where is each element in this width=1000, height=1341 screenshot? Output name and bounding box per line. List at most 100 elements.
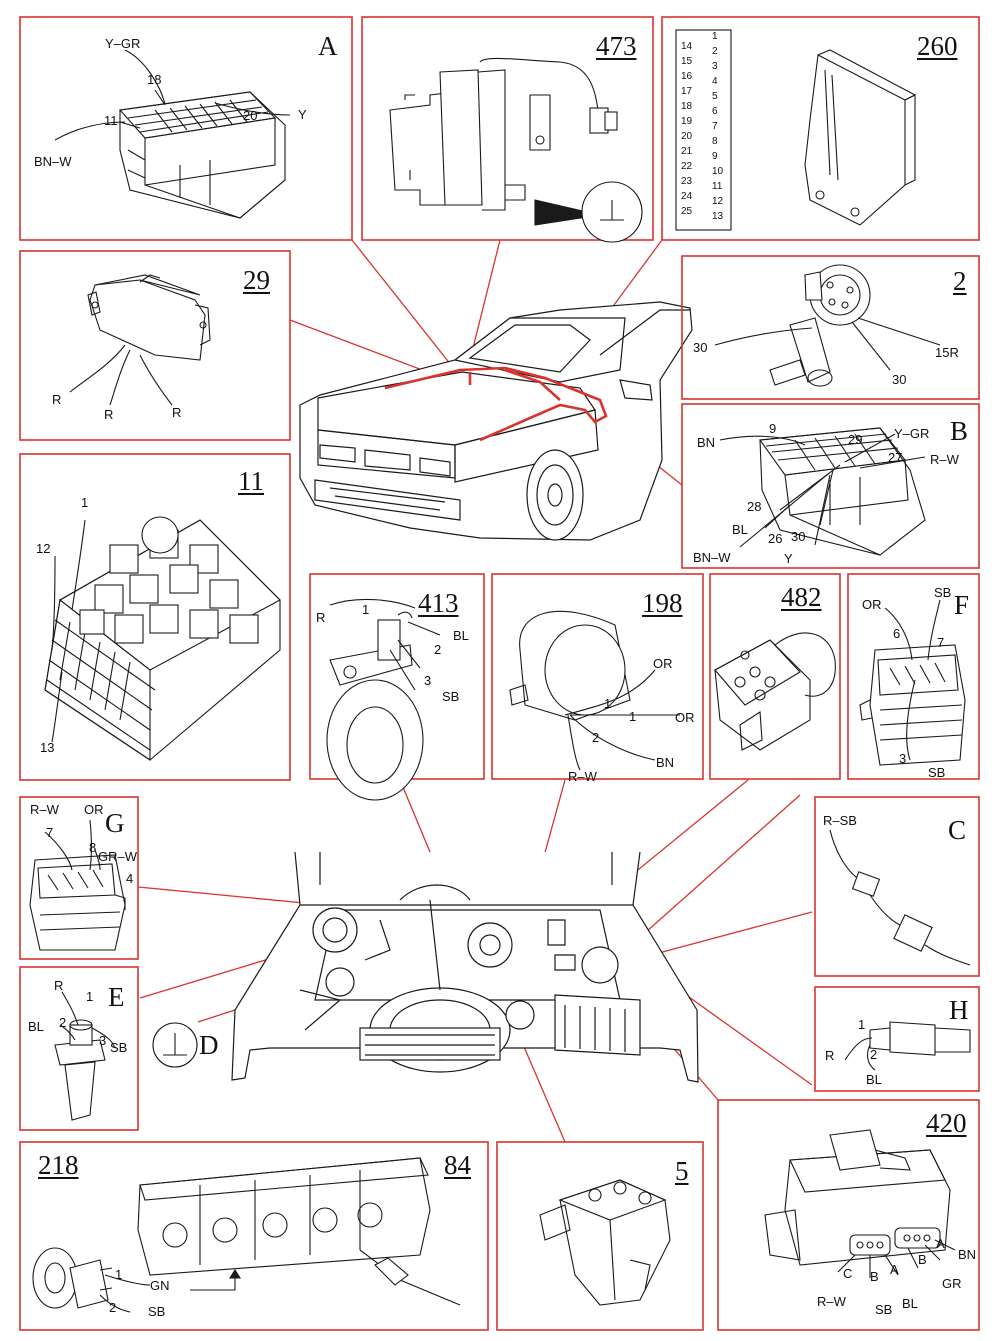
panel-413-id: 413 (418, 588, 459, 618)
panel-5-id: 5 (675, 1156, 689, 1186)
panel-413-pin-label: 3 (424, 673, 432, 688)
panel-198-wire-label: OR (675, 710, 695, 725)
panel-b-wire-label: Y–GR (894, 426, 930, 441)
panel-g-pin-label: 8 (89, 840, 97, 855)
switch-e-drawing (54, 991, 116, 1121)
panel-b-pin-label: 29 (848, 432, 863, 447)
panel-e-pin-label: 2 (59, 1015, 67, 1030)
panel-f-pin-label: 3 (899, 751, 907, 766)
panel-198-wire-label: R–W (568, 769, 597, 784)
cylinder-head-84-drawing (137, 1157, 461, 1306)
pin-label: 5 (712, 91, 718, 102)
panel-a-id: A (318, 31, 338, 61)
panel-b-pin-label: 28 (747, 499, 762, 514)
panel-b-pin-label: 27 (888, 450, 903, 465)
engine-bay-illustration (231, 851, 699, 1083)
panel-e-id: E (108, 982, 125, 1012)
connector-g-drawing (29, 819, 126, 951)
panel-a-wire-label: Y–GR (105, 36, 141, 51)
panel-11-terminal-label: 13 (40, 740, 55, 755)
ground-d-symbol (152, 1022, 198, 1068)
panel-a-pin-label: 18 (147, 72, 162, 87)
panel-420-pin-label: A (936, 1236, 945, 1251)
panel-218-wire-label: GN (150, 1278, 170, 1293)
pin-label: 25 (681, 206, 693, 217)
sensor-473-drawing (389, 57, 643, 243)
panel-b-pin-label: 9 (769, 421, 777, 436)
pin-label: 15 (681, 56, 693, 67)
pin-label: 13 (712, 211, 724, 222)
pin-label: 6 (712, 106, 718, 117)
panel-420-pin-label: B (918, 1252, 927, 1267)
pin-label: 8 (712, 136, 718, 147)
pin-label: 2 (712, 46, 718, 57)
pin-label: 1 (712, 31, 718, 42)
panel-b-pin-label: 26 (768, 531, 783, 546)
pin-label: 14 (681, 41, 693, 52)
connector-a-drawing (54, 49, 291, 219)
panel-420-id: 420 (926, 1108, 967, 1138)
panel-2-terminal-label: 30 (892, 372, 907, 387)
fuse-relay-box-11-drawing (44, 516, 281, 762)
panel-h-pin-label: 2 (870, 1047, 878, 1062)
panel-frames (19, 16, 980, 1331)
panel-420-wire-label: SB (875, 1302, 893, 1317)
panel-84-id: 84 (444, 1150, 471, 1180)
ignition-module-420-drawing (764, 1129, 956, 1278)
panel-413-wire-label: BL (453, 628, 469, 643)
panel-a-wire-label: Y (298, 107, 307, 122)
panel-g-pin-label: 4 (126, 871, 134, 886)
panel-473-id: 473 (596, 31, 637, 61)
panel-198-pin-label: 1 (629, 709, 637, 724)
panel-420-wire-label: BN (958, 1247, 977, 1262)
distributor-5-drawing (539, 1179, 671, 1306)
panel-218-pin-label: 1 (115, 1267, 123, 1282)
panel-f-id: F (954, 590, 970, 620)
panel-b-id: B (950, 416, 969, 446)
car-illustration (299, 301, 693, 541)
connector-h-drawing (844, 1021, 971, 1071)
panel-2-terminal-label: 15R (935, 345, 959, 360)
panel-482-id: 482 (781, 582, 822, 612)
panel-11-terminal-label: 1 (81, 495, 89, 510)
panel-f-pin-label: 7 (937, 635, 945, 650)
pin-label: 9 (712, 151, 718, 162)
panel-198-id: 198 (642, 588, 683, 618)
pin-label: 12 (712, 196, 724, 207)
panel-420-wire-label: GR (942, 1276, 962, 1291)
knock-sensor-218-drawing (32, 1247, 151, 1313)
pin-label: 10 (712, 166, 724, 177)
panel-413-wire-label: R (316, 610, 326, 625)
panel-h-id: H (949, 995, 969, 1025)
panel-260-id: 260 (917, 31, 958, 61)
panel-a-wire-label: BN–W (34, 154, 72, 169)
panel-b-wire-label: BL (732, 522, 748, 537)
panel-218-pin-label: 2 (109, 1300, 117, 1315)
panel-29-id: 29 (243, 265, 270, 295)
pin-label: 4 (712, 76, 718, 87)
panel-218-wire-label: SB (148, 1304, 166, 1319)
ignition-switch-2-drawing (714, 264, 941, 387)
panel-g-id: G (105, 808, 125, 838)
panel-b-pin-label: 30 (791, 529, 806, 544)
panel-a-pin-label: 11 (104, 113, 118, 128)
panel-420-wire-label: R–W (817, 1294, 846, 1309)
panel-420-pin-label: A (890, 1262, 899, 1277)
connector-f-drawing (859, 599, 966, 766)
pin-label: 11 (712, 181, 723, 192)
pin-label: 16 (681, 71, 693, 82)
component-482-drawing (714, 632, 836, 751)
panel-e-wire-label: R (54, 978, 64, 993)
car-harness-highlight (384, 366, 608, 442)
panel-f-wire-label: SB (934, 585, 952, 600)
panel-198-pin-label: 1 (604, 696, 612, 711)
panel-413-pin-label: 2 (434, 642, 442, 657)
panel-g-wire-label: GR–W (98, 849, 137, 864)
panel-b-wire-label: R–W (930, 452, 959, 467)
panel-29-wire-label: R (52, 392, 62, 407)
panel-29-wire-label: R (172, 405, 182, 420)
panel-413-wire-label: SB (442, 689, 460, 704)
panel-218-id: 218 (38, 1150, 79, 1180)
panel-11-terminal-label: 12 (36, 541, 51, 556)
panel-198-pin-label: 2 (592, 730, 600, 745)
